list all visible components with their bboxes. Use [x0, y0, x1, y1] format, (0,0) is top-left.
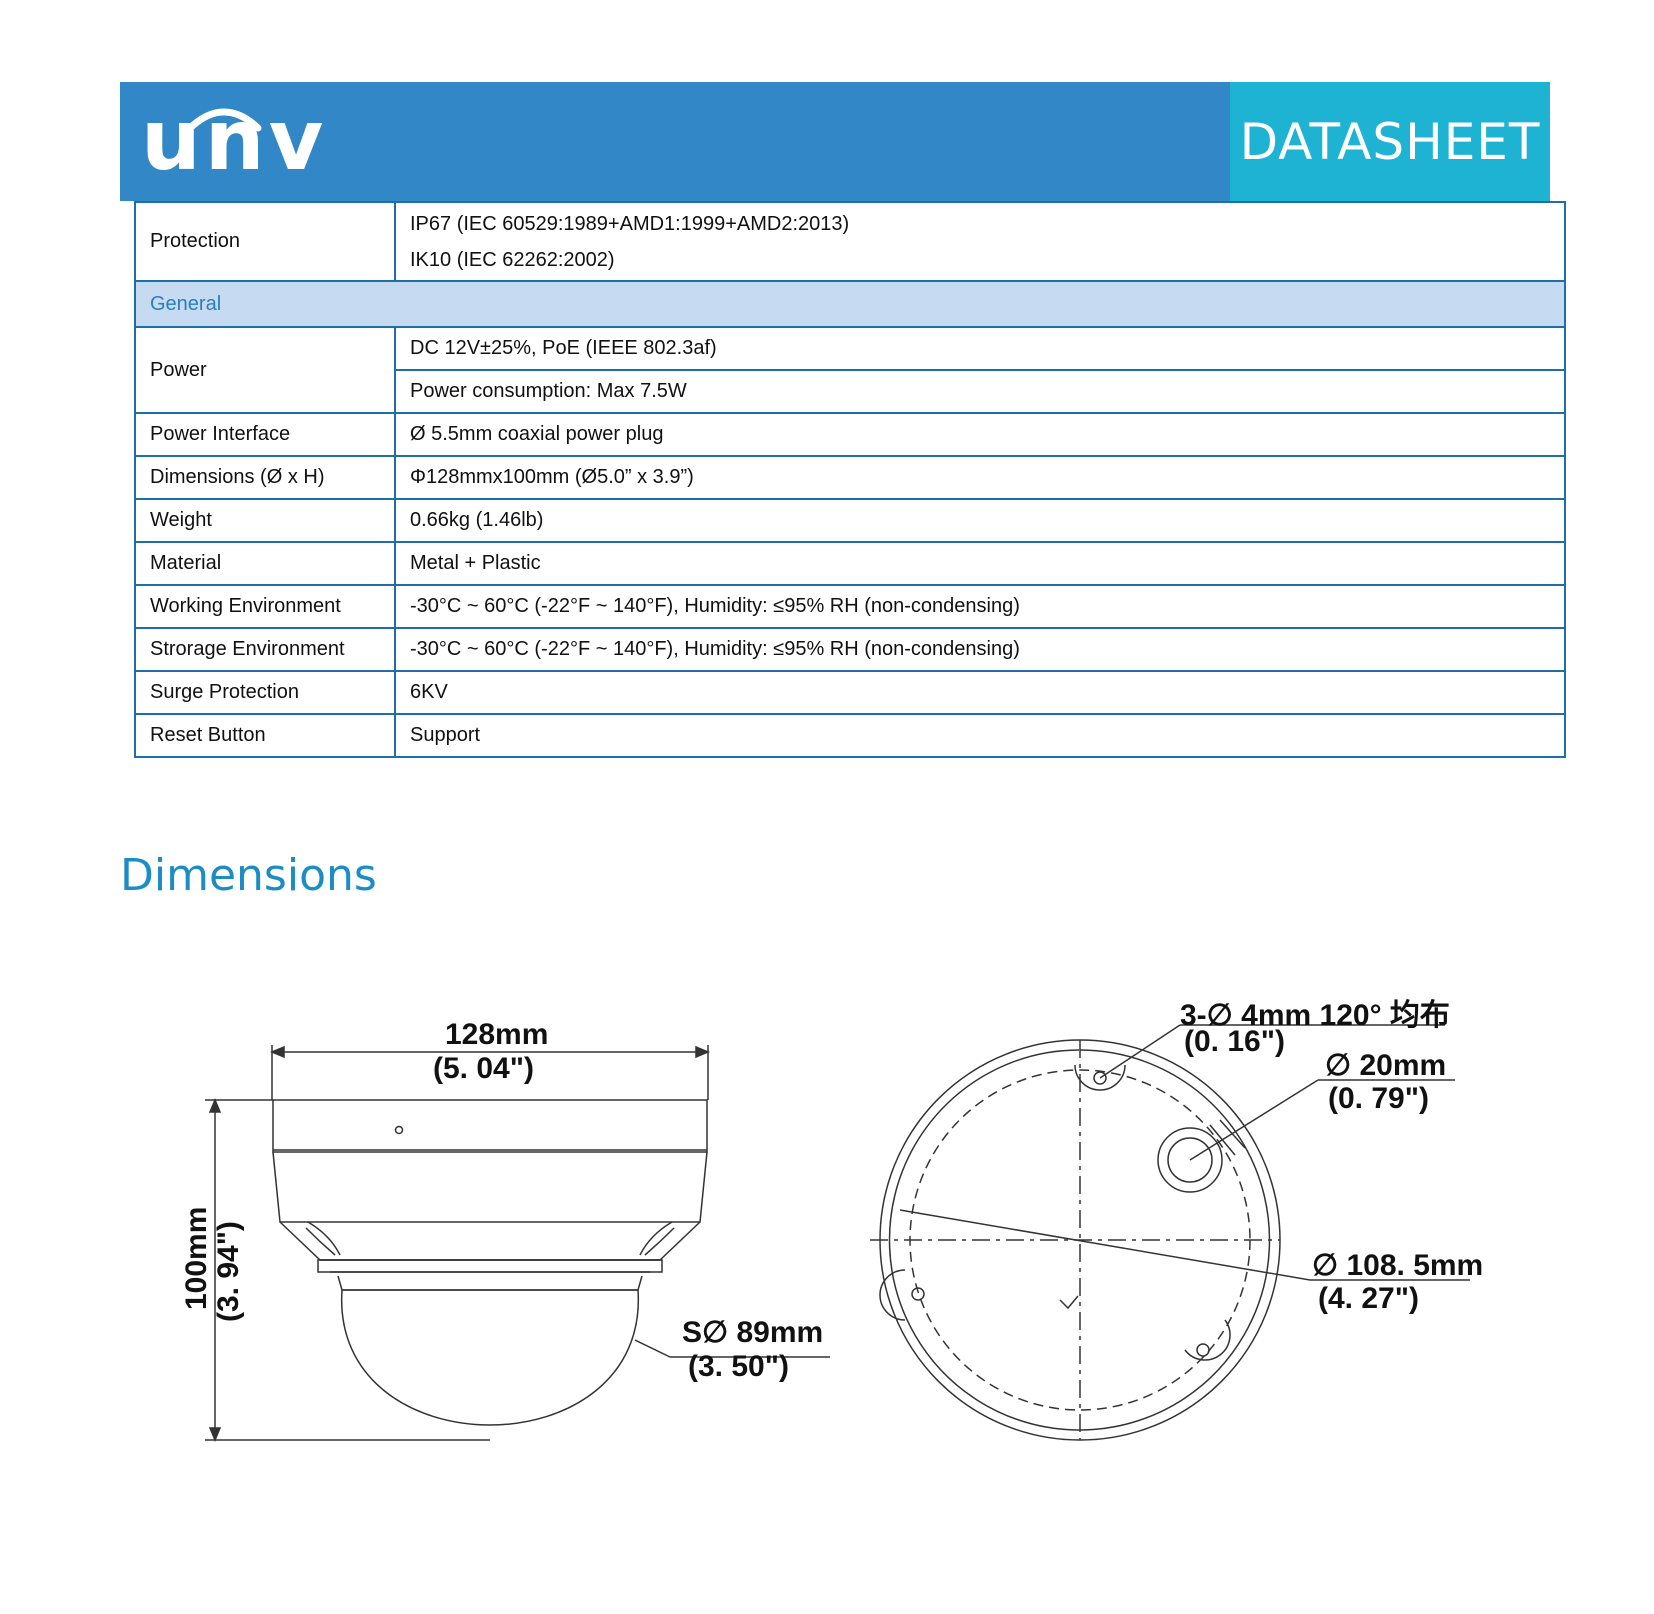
screw-slot [1074, 1064, 1126, 1091]
row-value: 6KV [394, 670, 1566, 715]
value-line: IK10 (IEC 62262:2002) [410, 248, 615, 271]
row-label: Power Interface [134, 412, 396, 457]
row-value: -30°C ~ 60°C (-22°F ~ 140°F), Humidity: … [394, 584, 1566, 629]
height-mm-label: 100mm [180, 1206, 213, 1310]
camera-housing-mid [272, 1151, 708, 1223]
dimensions-title: Dimensions [120, 850, 377, 901]
holes-mm-label: 3-∅ 4mm 120° 均布 [1180, 999, 1450, 1032]
row-value: 0.66kg (1.46lb) [394, 498, 1566, 543]
table-row: Strorage Environment -30°C ~ 60°C (-22°F… [134, 627, 1566, 672]
row-label: Working Environment [134, 584, 396, 629]
unv-logo: unv [141, 91, 328, 189]
row-label: Material [134, 541, 396, 586]
table-row: Power Interface Ø 5.5mm coaxial power pl… [134, 412, 1566, 457]
table-row: Working Environment -30°C ~ 60°C (-22°F … [134, 584, 1566, 629]
row-value: -30°C ~ 60°C (-22°F ~ 140°F), Humidity: … [394, 627, 1566, 672]
table-row: Surge Protection 6KV [134, 670, 1566, 715]
table-row: Protection IP67 (IEC 60529:1989+AMD1:199… [134, 201, 1566, 282]
spec-table: Protection IP67 (IEC 60529:1989+AMD1:199… [134, 201, 1566, 758]
row-value: Metal + Plastic [394, 541, 1566, 586]
row-label: Reset Button [134, 713, 396, 758]
dome-mm-label: S∅ 89mm [682, 1316, 824, 1349]
table-row: Dimensions (Ø x H) Φ128mmx100mm (Ø5.0” x… [134, 455, 1566, 500]
row-value: Ø 5.5mm coaxial power plug [394, 412, 1566, 457]
screw-slot [1184, 1319, 1231, 1361]
dimension-drawing [205, 1024, 1470, 1442]
height-in-label: (3. 94") [212, 1221, 245, 1322]
camera-dome [341, 1289, 639, 1426]
row-label: Dimensions (Ø x H) [134, 455, 396, 500]
table-row: Power DC 12V±25%, PoE (IEEE 802.3af) [134, 326, 1566, 414]
holes-in-label: (0. 16") [1184, 1025, 1285, 1058]
datasheet-tag: DATASHEET [1230, 82, 1550, 201]
camera-housing-top [272, 1099, 708, 1153]
row-value: DC 12V±25%, PoE (IEEE 802.3af) [394, 326, 1566, 371]
section-label: General [134, 280, 1566, 328]
cable-port [1157, 1127, 1223, 1193]
value-line: IP67 (IEC 60529:1989+AMD1:1999+AMD2:2013… [410, 212, 850, 235]
width-mm-label: 128mm [445, 1018, 549, 1051]
row-value: Support [394, 713, 1566, 758]
row-label: Strorage Environment [134, 627, 396, 672]
section-row: General [134, 280, 1566, 328]
screw-slot [879, 1269, 906, 1321]
logo-arc-icon [184, 108, 262, 134]
row-value: IP67 (IEC 60529:1989+AMD1:1999+AMD2:2013… [394, 201, 1566, 282]
port-in-label: (0. 79") [1328, 1082, 1429, 1115]
row-value: Φ128mmx100mm (Ø5.0” x 3.9”) [394, 455, 1566, 500]
row-label: Weight [134, 498, 396, 543]
pcd-mm-label: ∅ 108. 5mm [1312, 1249, 1484, 1282]
table-row: Weight 0.66kg (1.46lb) [134, 498, 1566, 543]
table-row: Reset Button Support [134, 713, 1566, 758]
row-label: Power [134, 326, 396, 414]
row-value: Power consumption: Max 7.5W [394, 369, 1566, 414]
pcd-in-label: (4. 27") [1318, 1282, 1419, 1315]
table-row: Power consumption: Max 7.5W [135, 369, 1566, 414]
datasheet-header: DATASHEET [120, 82, 1550, 201]
port-mm-label: ∅ 20mm [1325, 1049, 1447, 1082]
row-label: Surge Protection [134, 670, 396, 715]
width-in-label: (5. 04") [433, 1052, 534, 1085]
row-label: Protection [134, 201, 396, 282]
table-row: Material Metal + Plastic [134, 541, 1566, 586]
dome-in-label: (3. 50") [688, 1350, 789, 1383]
